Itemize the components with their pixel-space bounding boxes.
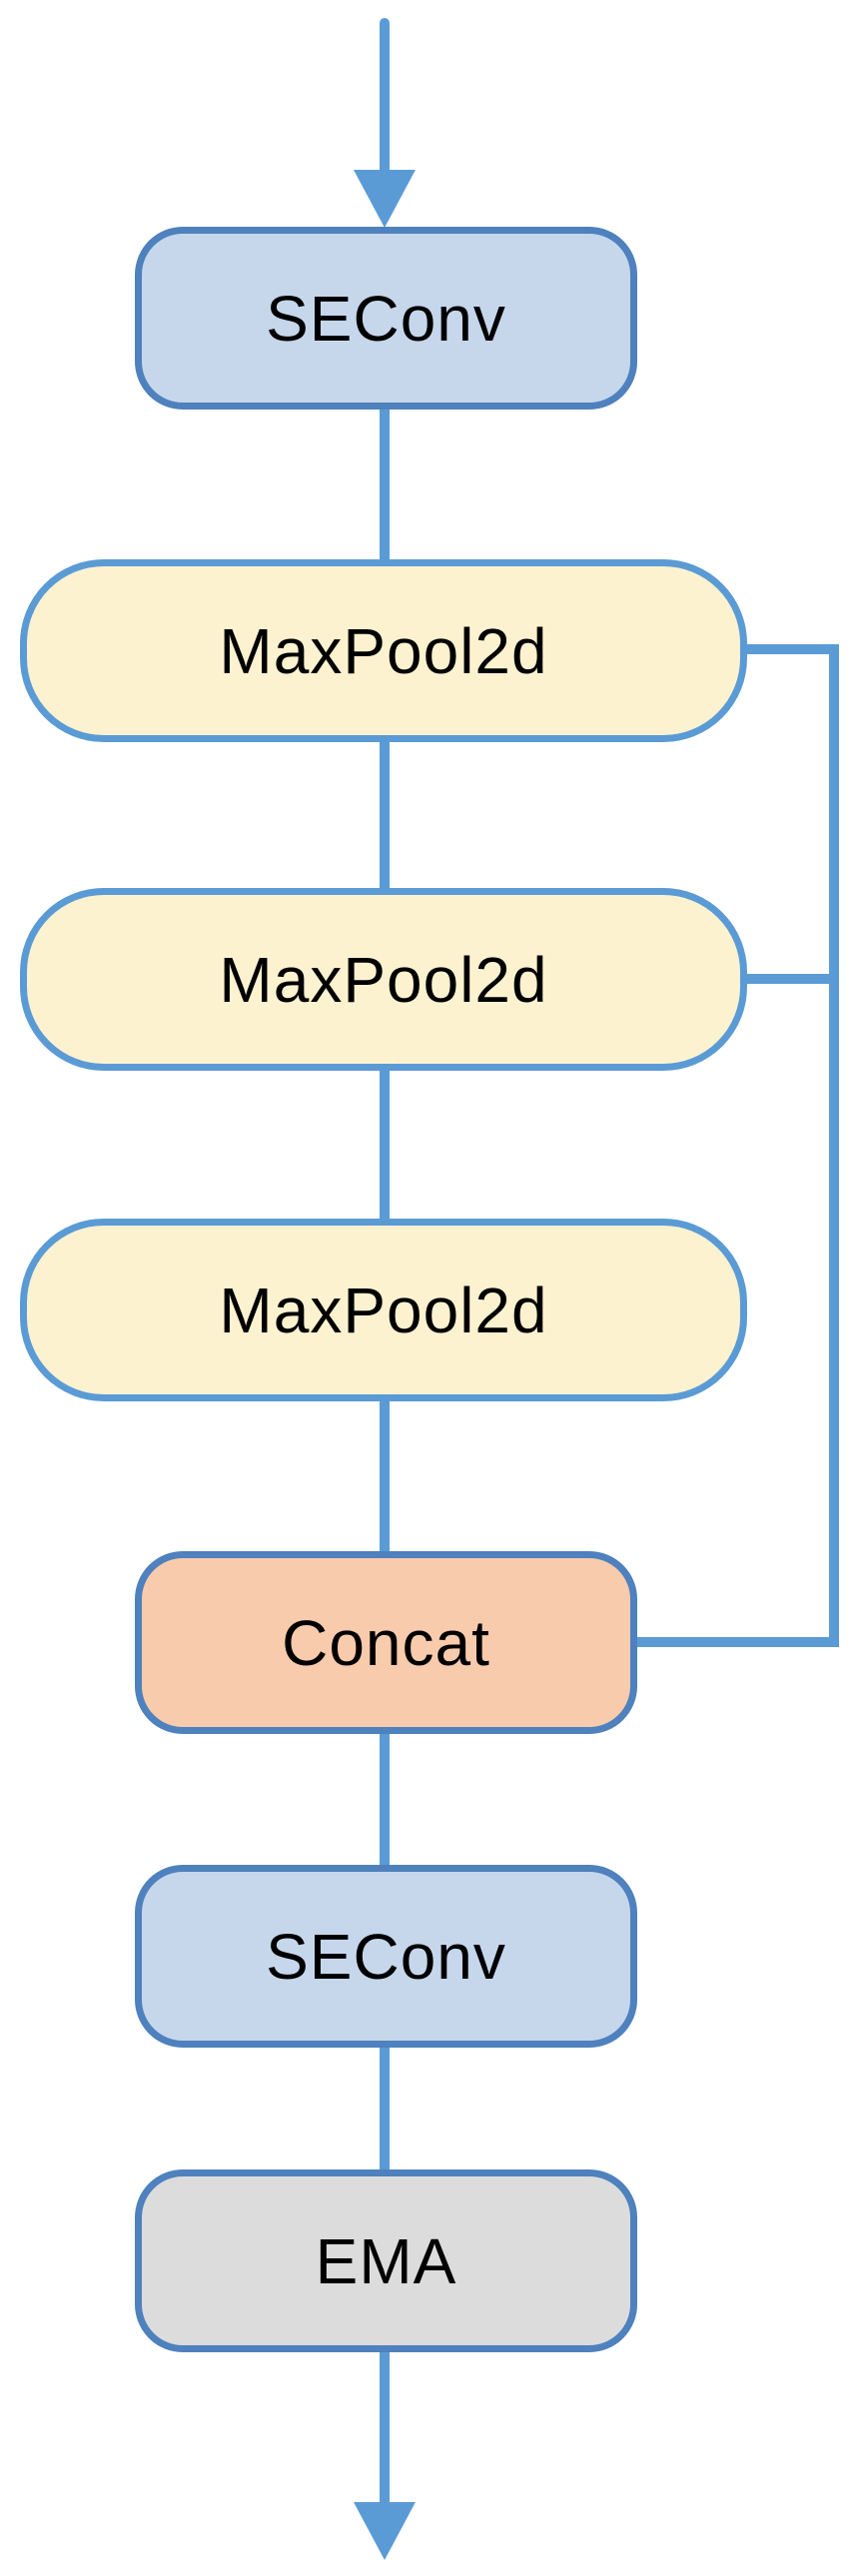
node-label: SEConv xyxy=(266,282,506,355)
edge-maxpool1-bypass-to-concat xyxy=(635,644,839,1647)
node-label: MaxPool2d xyxy=(219,1274,548,1346)
node-label: MaxPool2d xyxy=(219,943,548,1016)
node-maxpool-2: MaxPool2d xyxy=(20,888,747,1071)
node-seconv-2: SEConv xyxy=(135,1865,637,2048)
node-label: EMA xyxy=(315,2224,457,2297)
node-maxpool-3: MaxPool2d xyxy=(20,1219,747,1401)
node-label: SEConv xyxy=(266,1920,506,1993)
node-label: Concat xyxy=(282,1606,490,1679)
node-label: MaxPool2d xyxy=(219,614,548,687)
input-arrowhead-down-icon xyxy=(354,170,416,228)
node-seconv-1: SEConv xyxy=(135,227,637,410)
node-concat: Concat xyxy=(135,1551,637,1734)
node-ema: EMA xyxy=(135,2169,637,2352)
node-maxpool-1: MaxPool2d xyxy=(20,559,747,742)
arrowheads xyxy=(354,170,416,2560)
output-arrowhead-down-icon xyxy=(354,2502,416,2560)
connector-lines xyxy=(380,18,839,2505)
